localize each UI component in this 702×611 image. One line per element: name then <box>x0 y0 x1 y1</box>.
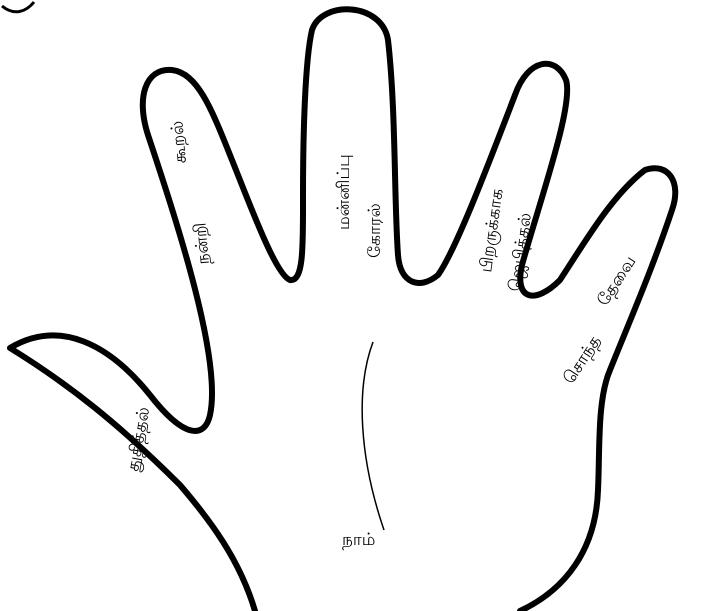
index-label-line1: நன்றி <box>190 222 214 266</box>
cropped-text-fragment <box>2 2 34 12</box>
middle-label-line2: கோரல் <box>365 203 385 258</box>
hand-outline <box>10 9 675 611</box>
middle-label-line1: மன்னிப்பு <box>334 154 354 230</box>
index-label-line2: கூறல் <box>167 120 191 164</box>
palm-label: நாம் <box>342 530 375 550</box>
